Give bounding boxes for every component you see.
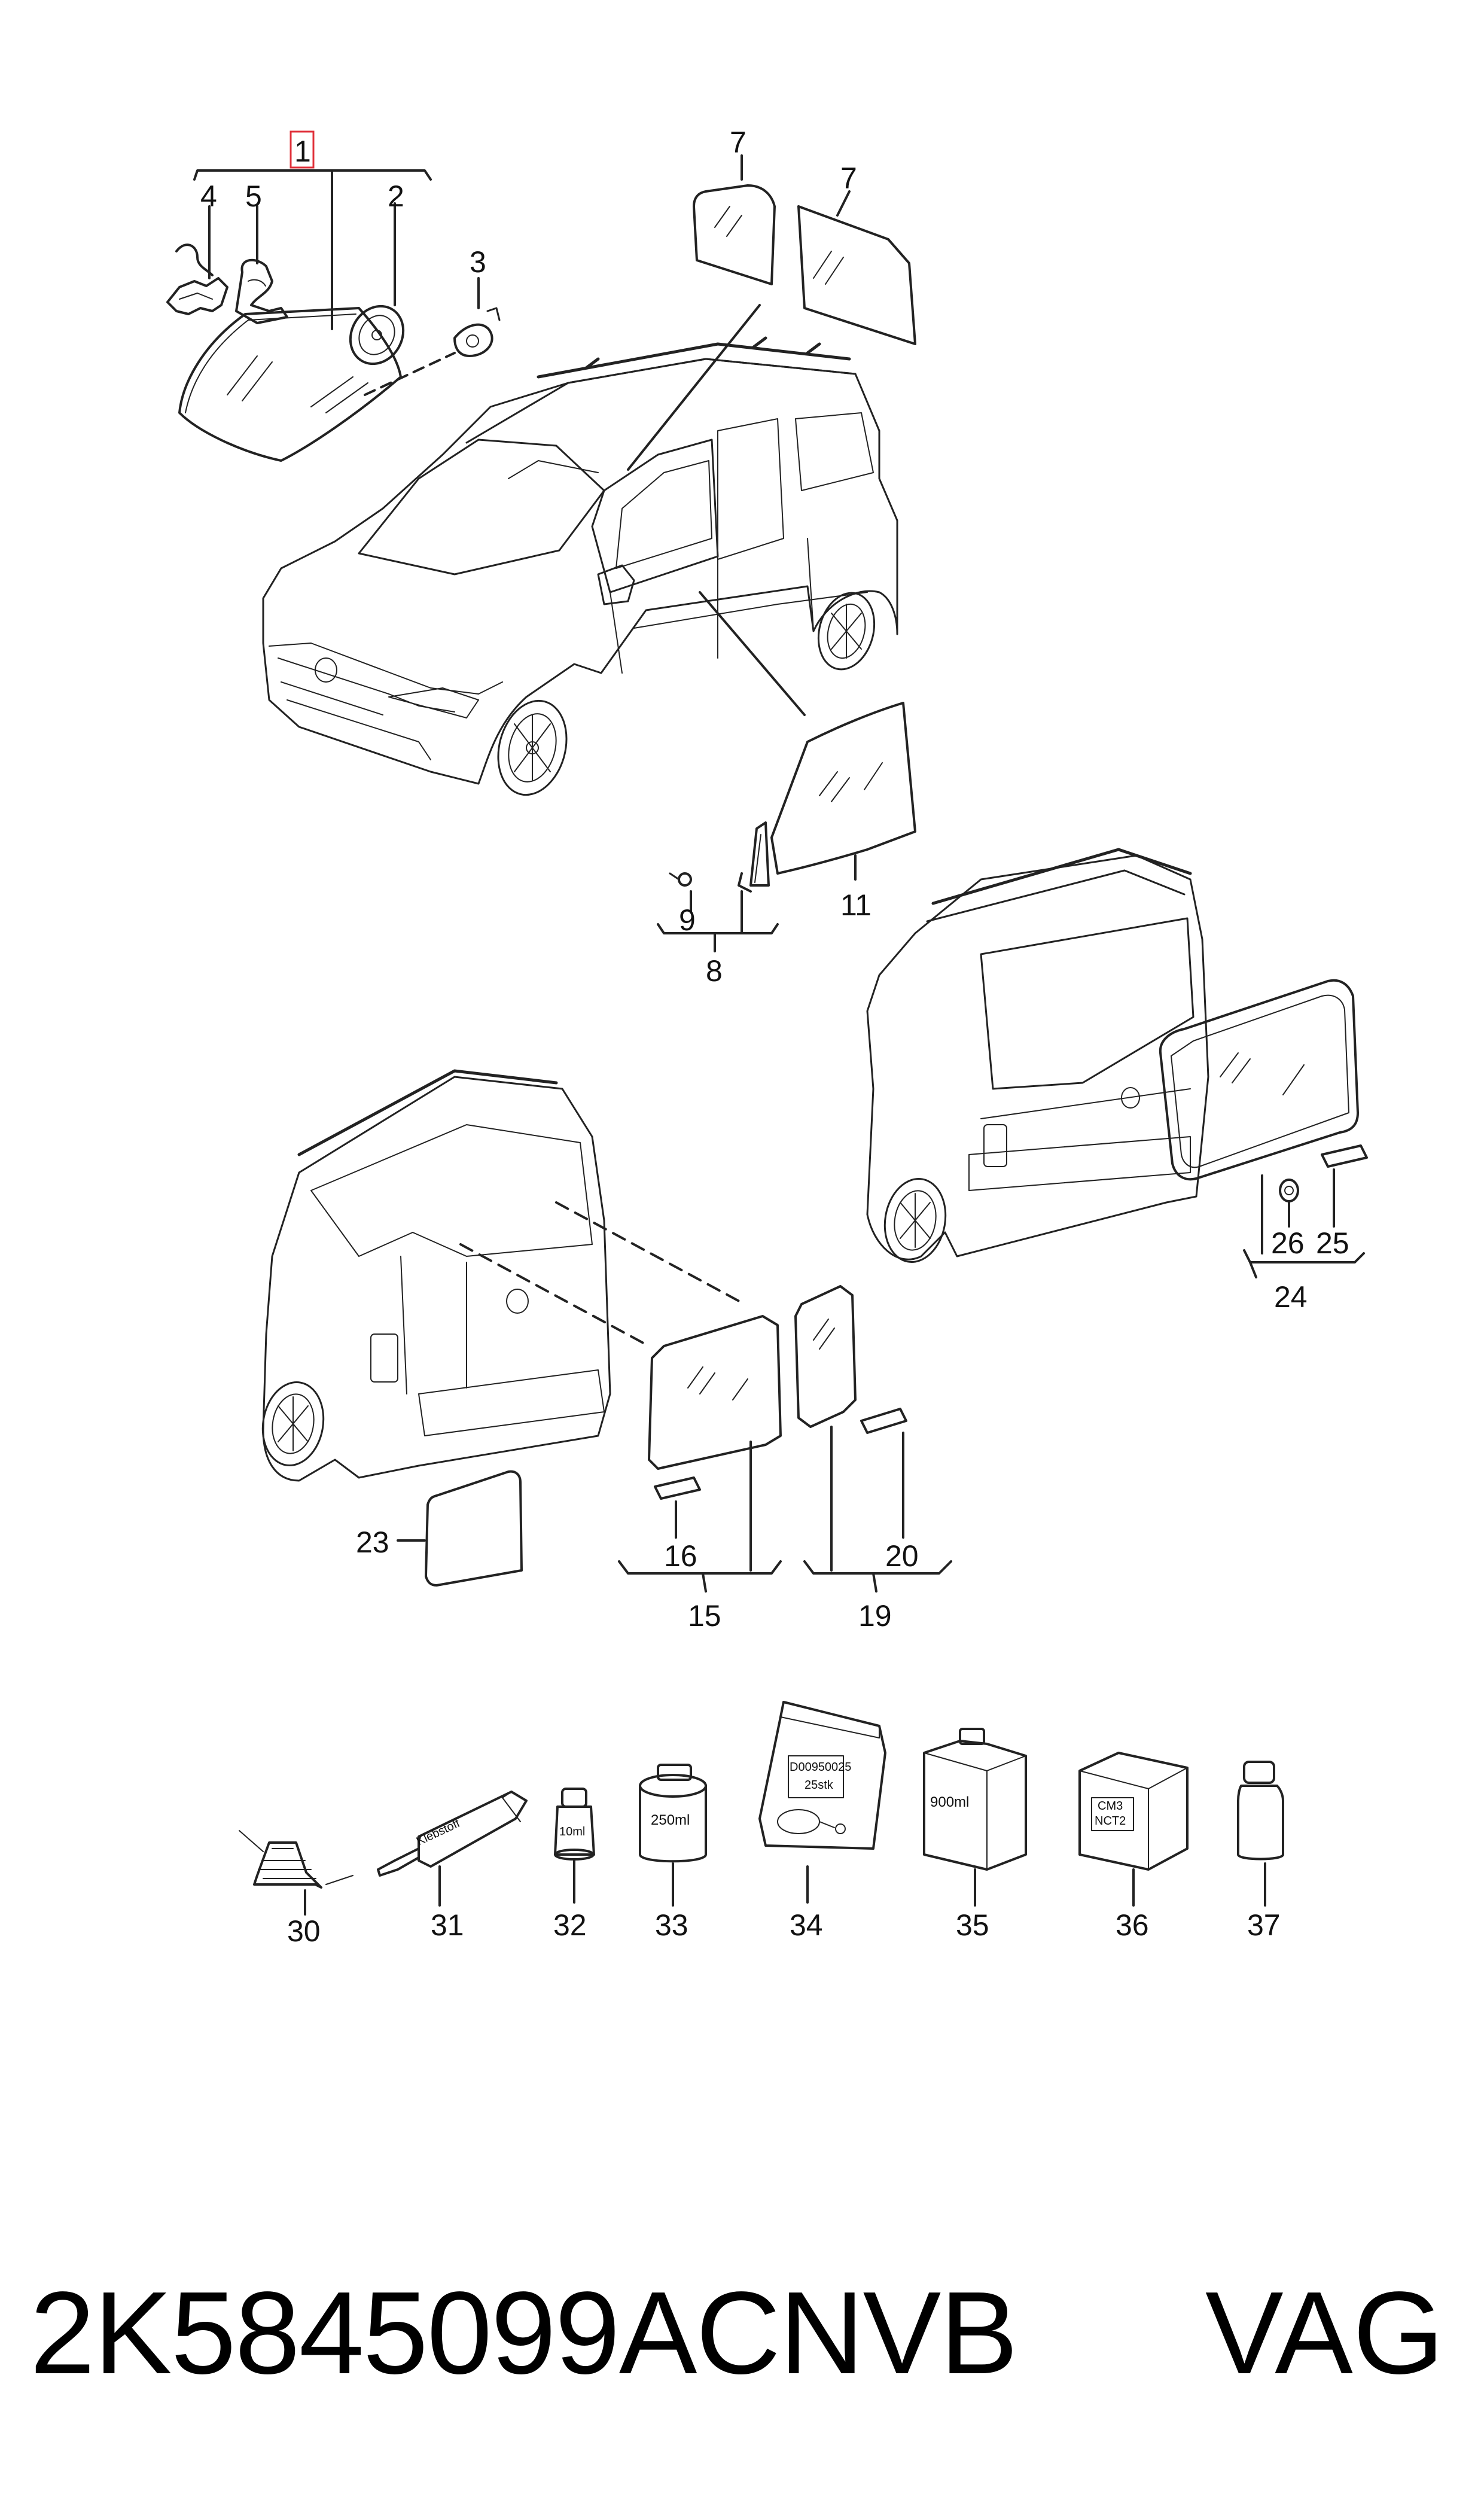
callout-3: 3: [470, 245, 486, 279]
callout-24: 24: [1274, 1280, 1308, 1314]
barn-door-glass-right: [794, 1285, 857, 1428]
callout-7-left: 7: [730, 126, 746, 159]
callout-30: 30: [287, 1914, 321, 1948]
footer: 2K5845099ACNVB VAG: [0, 2261, 1484, 2405]
windscreen-group: [166, 169, 501, 462]
callout-16: 16: [664, 1539, 697, 1573]
quarter-glass-right: [797, 205, 916, 345]
bottle-10ml: [554, 1788, 595, 1861]
quarter-glass-left: [693, 184, 776, 285]
box-label-line2: NCT2: [1095, 1814, 1126, 1828]
van-rear-right-illustration: [866, 848, 1209, 1263]
nozzle-cone: [239, 1830, 354, 1889]
callout-37: 37: [1247, 1908, 1281, 1942]
callout-5: 5: [245, 179, 262, 213]
rear-window-clip: [1279, 1179, 1299, 1202]
callout-numbers: 1 2 3 4 5 7 7 8 9 11 15 16 19 20 23 24 2…: [200, 126, 1349, 1948]
door-glass: [770, 702, 916, 875]
rear-wheel: [817, 592, 876, 671]
callout-34: 34: [790, 1908, 823, 1942]
callout-23: 23: [356, 1526, 389, 1559]
tailgate-glass: [425, 1470, 523, 1587]
front-wheel: [497, 699, 568, 796]
rain-sensor: [349, 305, 405, 366]
callout-7-right: 7: [840, 162, 857, 195]
cable-harness: [166, 243, 228, 315]
van-rear-left-illustration: [261, 1069, 611, 1482]
bag-label-line1: D00950025: [790, 1761, 851, 1774]
callout-33: 33: [655, 1908, 688, 1942]
sensor-cover: [235, 258, 288, 324]
vent-glass: [738, 821, 770, 893]
van-front-illustration: [262, 336, 898, 796]
box-nct2: [1078, 1752, 1189, 1871]
callout-31: 31: [431, 1908, 464, 1942]
bag-d00950025: [758, 1701, 886, 1850]
rear-window-spacer: [1321, 1144, 1368, 1168]
callout-9: 9: [679, 903, 696, 937]
callout-2: 2: [388, 179, 404, 213]
callout-11: 11: [840, 888, 871, 922]
bottle-label: 10ml: [559, 1825, 585, 1838]
canister-label: 900ml: [930, 1794, 969, 1810]
can-250ml: [639, 1764, 707, 1863]
callout-15: 15: [688, 1599, 721, 1633]
rear-window-glass: [1159, 979, 1359, 1181]
tube-label: Klebstoff: [415, 1817, 462, 1849]
callout-36: 36: [1116, 1908, 1149, 1942]
callout-20: 20: [885, 1539, 919, 1573]
diagram-canvas: 1 2 3 4 5 7 7 8 9 11 15 16 19 20 23 24 2…: [166, 126, 1368, 1948]
callout-8: 8: [706, 954, 723, 988]
barn-door-seal-left: [654, 1476, 701, 1500]
jar: [1237, 1761, 1284, 1861]
vent-screw: [669, 872, 692, 887]
windscreen-glass: [178, 307, 402, 462]
brand-name: VAG: [1205, 2267, 1445, 2398]
callout-26: 26: [1271, 1226, 1305, 1260]
sensor-clip: [453, 307, 501, 357]
callout-19: 19: [858, 1599, 892, 1633]
barn-door-glass-left: [648, 1315, 782, 1470]
callout-32: 32: [553, 1908, 587, 1942]
bag-label-line2: 25stk: [805, 1779, 834, 1792]
box-label-line1: CM3: [1098, 1800, 1123, 1813]
canister-900ml: [923, 1728, 1027, 1871]
callout-4: 4: [200, 179, 217, 213]
callout-1: 1: [294, 135, 311, 168]
part-number: 2K5845099ACNVB: [30, 2267, 1018, 2398]
callout-1-highlight: [290, 130, 315, 169]
adhesive-tube: [377, 1791, 528, 1877]
callout-25: 25: [1316, 1226, 1349, 1260]
product-labels: Klebstoff 10ml 250ml D00950025 25stk 900…: [415, 1761, 1126, 1849]
barn-door-seal-right: [860, 1408, 907, 1434]
can-label: 250ml: [651, 1812, 690, 1828]
callout-35: 35: [956, 1908, 989, 1942]
